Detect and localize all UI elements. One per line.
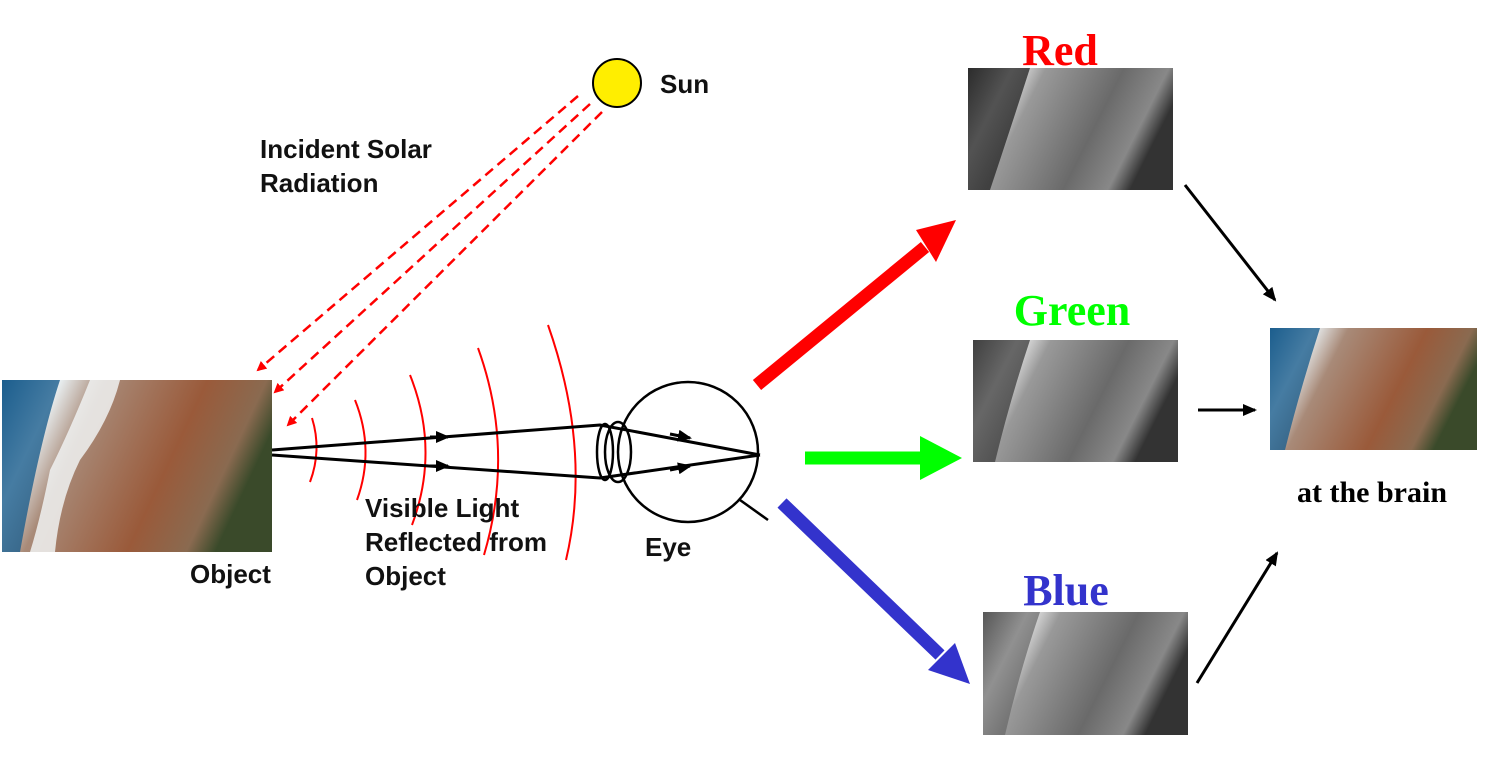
red-channel-image [968,68,1173,190]
brain-composite-image [1270,328,1477,450]
visible-label-1: Visible Light [365,493,519,523]
incident-label-1: Incident Solar [260,134,432,164]
combine-arrows [1183,184,1279,684]
brain-label: at the brain [1297,476,1447,509]
blue-channel-arrow [777,498,970,684]
incident-radiation-arrows [256,95,603,427]
incident-label-2: Radiation [260,168,378,198]
visible-label-2: Reflected from [365,527,547,557]
eye-label: Eye [645,532,691,562]
blue-label: Blue [1023,566,1109,615]
object-image [2,380,272,552]
sun-label: Sun [660,69,709,99]
blue-channel-image [983,612,1188,735]
red-label: Red [1022,26,1098,75]
light-rays [271,423,761,480]
green-label: Green [1014,286,1131,335]
red-channel-arrow [752,220,956,391]
visible-label-3: Object [365,561,446,591]
reflected-light-waves [309,324,577,561]
green-channel-image [973,340,1178,462]
green-channel-arrow [805,436,962,480]
eye-icon [595,380,769,524]
sun-icon [592,58,642,108]
object-label: Object [190,559,271,589]
